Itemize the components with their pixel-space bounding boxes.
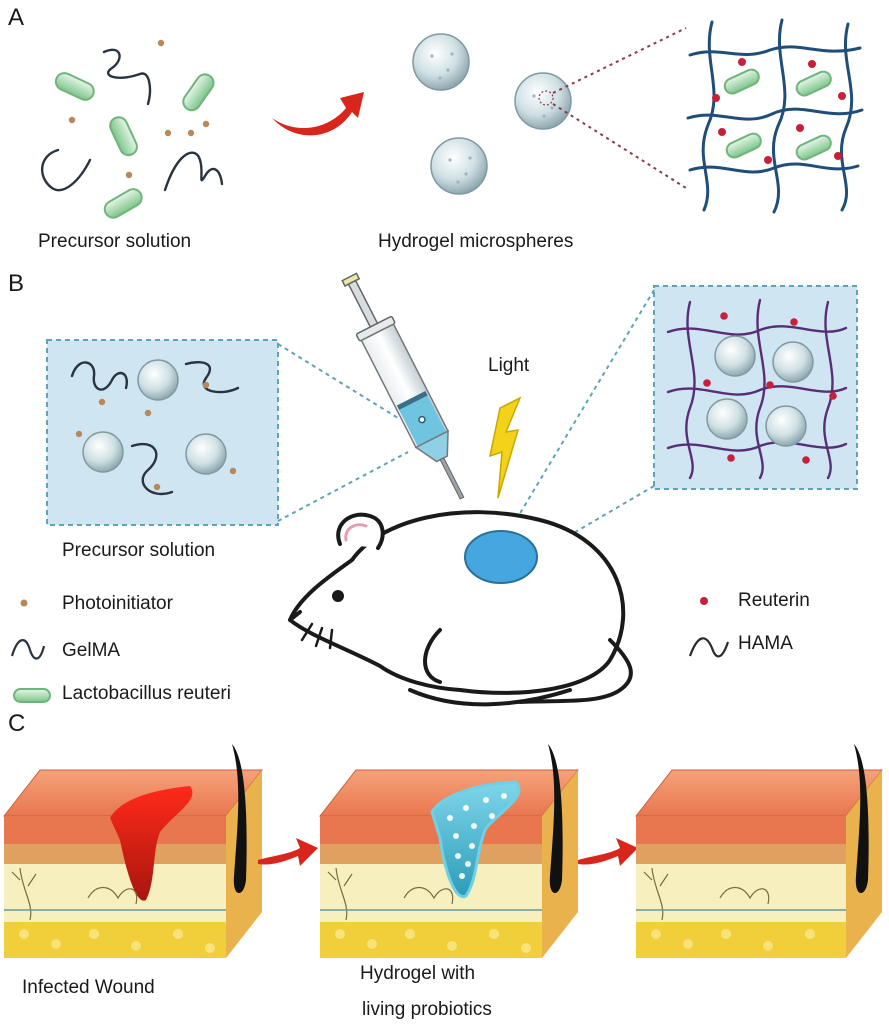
legend-hama-label: HAMA	[738, 633, 793, 654]
legend-lactobacillus-label: Lactobacillus reuteri	[62, 683, 231, 704]
legend-photoinitiator-label: Photoinitiator	[62, 593, 173, 614]
legend-reuterin-label: Reuterin	[738, 590, 810, 611]
hair-follicle	[232, 744, 247, 894]
infected-wound	[110, 786, 193, 901]
light-bolt	[488, 396, 522, 499]
panel-label-c: C	[8, 710, 26, 737]
injected-hydrogel	[464, 530, 538, 584]
skin-block-3	[634, 744, 884, 958]
hydrogel-in-wound	[430, 780, 521, 899]
mouse	[288, 510, 633, 707]
syringe	[341, 272, 465, 500]
panel-a-precursor-label: Precursor solution	[38, 231, 192, 252]
hair-follicle-healed	[854, 744, 869, 894]
hydrogel-microspheres	[412, 33, 572, 195]
hama-swatch	[688, 637, 730, 658]
lactobacillus-swatch	[13, 688, 51, 703]
zoom-lines-a	[552, 27, 687, 189]
panel-b-precursor-label: Precursor solution	[62, 540, 216, 561]
zoom-lines-b-right	[515, 289, 655, 556]
hydrogel-network-a	[686, 18, 864, 214]
zoom-lines-b-left	[277, 343, 409, 522]
legend-gelma-label: GelMA	[62, 640, 121, 661]
light-label: Light	[488, 355, 530, 376]
skin-block-1	[2, 744, 264, 958]
panel-label-a: A	[8, 4, 25, 31]
skin-block-2	[318, 744, 580, 958]
gelma-swatch	[10, 639, 46, 660]
panel-a-precursor-group	[41, 39, 224, 219]
panel-label-b: B	[8, 270, 25, 297]
infected-wound-label: Infected Wound	[22, 977, 155, 998]
photoinitiator-dots	[68, 39, 210, 179]
gelma-chains	[41, 48, 224, 192]
hydrogel-label-line2: living probiotics	[362, 999, 492, 1020]
process-arrow-a	[272, 92, 364, 136]
hydrogel-label-line1: Hydrogel with	[360, 963, 476, 984]
photoinitiator-swatch	[20, 599, 28, 607]
process-arrow-c2	[578, 838, 638, 866]
panel-b-precursor-content	[70, 359, 240, 496]
hama-network-b	[666, 298, 848, 480]
panel-a-microspheres-label: Hydrogel microspheres	[378, 231, 574, 252]
lactobacillus-bacteria	[54, 72, 215, 219]
process-arrow-c1	[258, 838, 318, 866]
reuterin-swatch	[700, 597, 708, 605]
